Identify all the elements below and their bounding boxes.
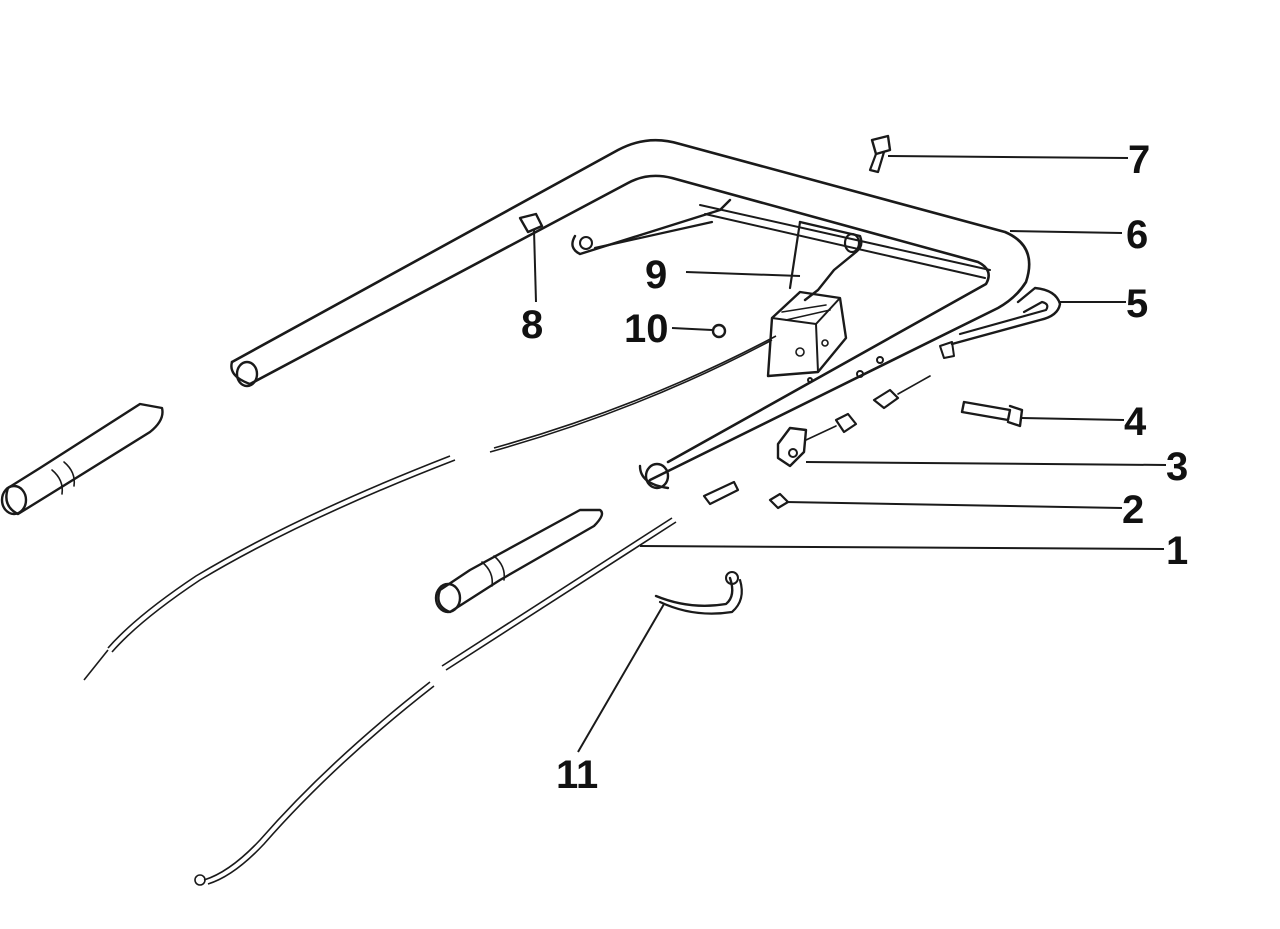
left-hand-grip [0,402,164,516]
callout-7: 7 [1128,138,1150,182]
callout-4: 4 [1124,400,1147,444]
callout-9: 9 [645,253,667,297]
rear-loop-bracket [939,286,1062,359]
leader-lines [533,155,1167,753]
bolt-part-4 [960,400,1024,428]
nut-part-2 [768,492,790,510]
right-hand-grip [434,508,604,614]
callout-2: 2 [1122,488,1144,532]
control-lever-assembly [571,198,863,378]
callout-5: 5 [1126,282,1148,326]
callout-3: 3 [1166,445,1188,489]
callout-1: 1 [1166,529,1188,573]
nut-part-10 [711,323,727,339]
screw-part-8 [518,212,544,234]
frame-hardware [702,356,931,506]
callout-6: 6 [1126,213,1148,257]
control-cables [83,335,777,886]
callout-labels: 1 2 3 4 5 6 7 8 9 10 11 [521,138,1188,797]
bolt-part-7 [868,134,892,174]
callout-11: 11 [556,753,598,797]
callout-8: 8 [521,303,543,347]
cable-clip-part-11 [654,571,743,615]
handlebar-frame [230,138,1031,490]
callout-10: 10 [624,307,669,351]
